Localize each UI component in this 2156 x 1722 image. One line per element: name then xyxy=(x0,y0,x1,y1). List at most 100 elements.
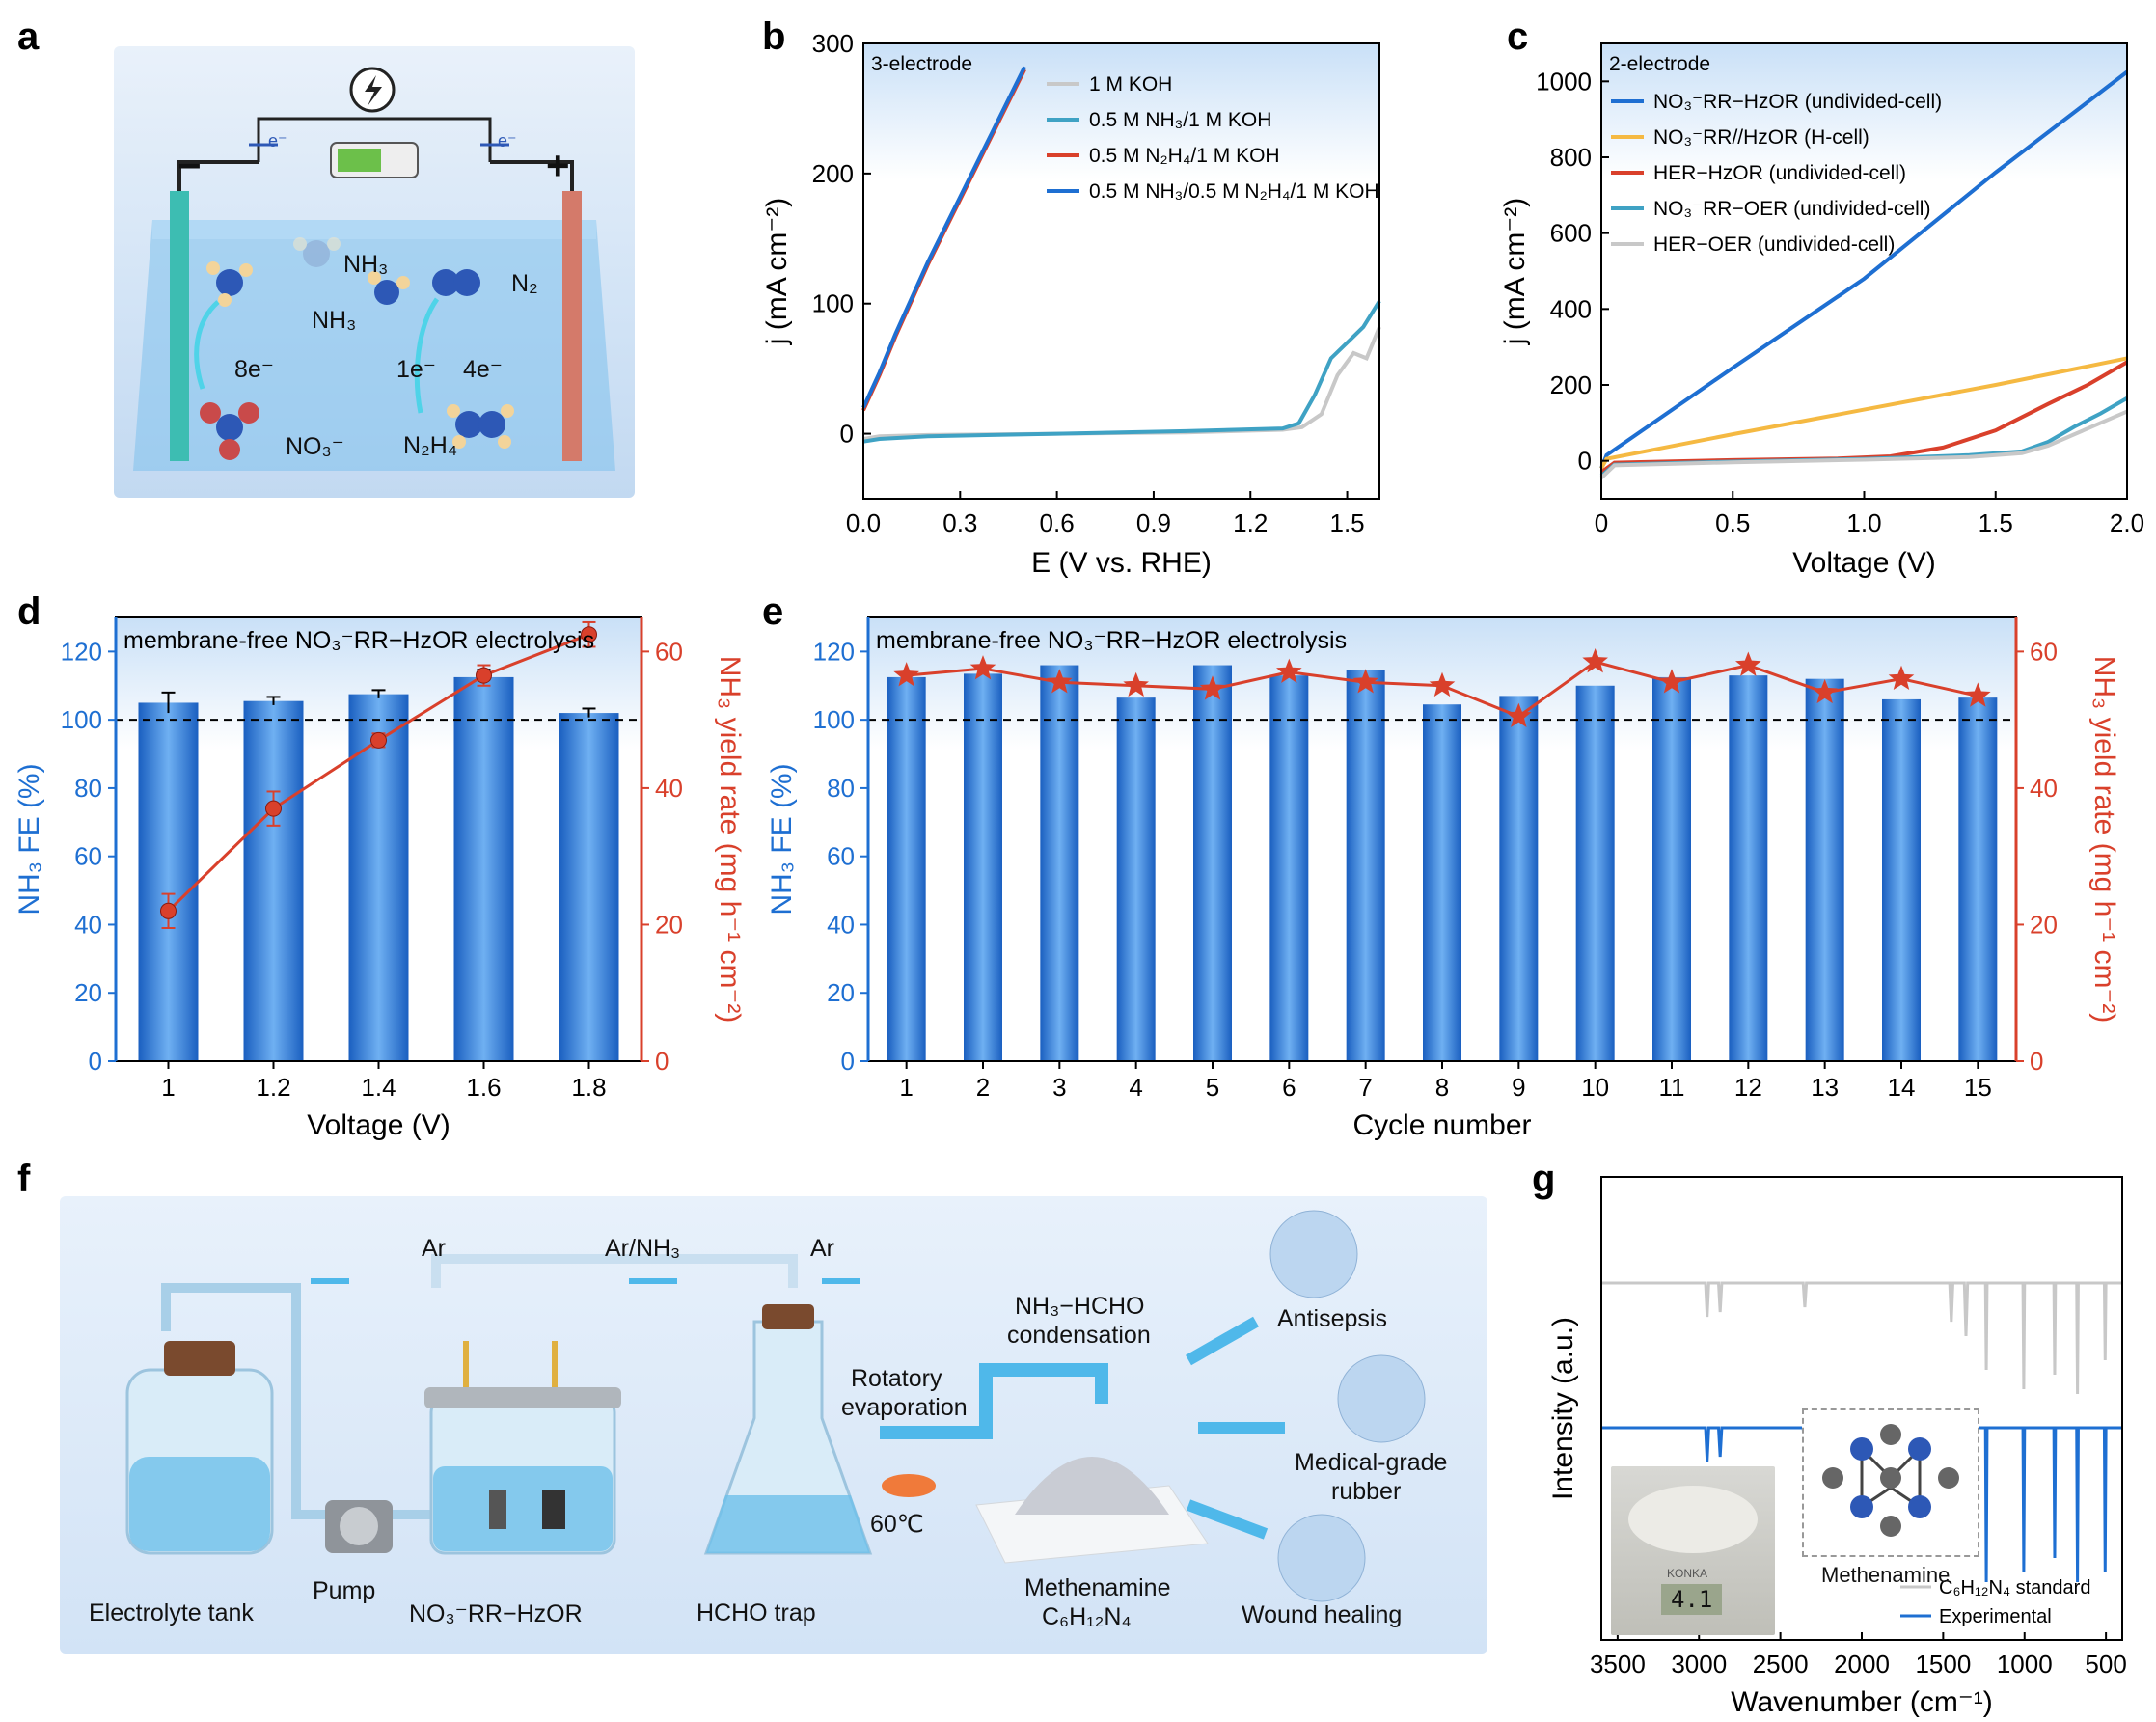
y-right-tick-label: 0 xyxy=(2030,1047,2043,1076)
x-tick-label: 1.5 xyxy=(1979,508,2013,537)
electrolyte-tank xyxy=(125,1341,274,1555)
y-right-tick-label: 40 xyxy=(655,774,683,803)
scale-reading: 4.1 xyxy=(1661,1584,1723,1615)
label-condensation-1: NH₃−HCHO xyxy=(1015,1293,1145,1320)
y-tick-label: 100 xyxy=(813,705,855,734)
yield-marker xyxy=(1276,658,1302,683)
x-tick-label: 1.0 xyxy=(1846,508,1881,537)
bar-e-4 xyxy=(1193,665,1232,1061)
x-tick-label: 0.5 xyxy=(1715,508,1750,537)
x-tick-label: 7 xyxy=(1358,1073,1372,1102)
y-right-tick-label: 20 xyxy=(2030,910,2058,939)
y-right-tick-label: 60 xyxy=(655,637,683,666)
label-rot-1: Rotatory xyxy=(851,1365,942,1392)
bar-e-8 xyxy=(1499,696,1539,1061)
y-tick-label: 1000 xyxy=(1536,67,1592,96)
x-tick-label: 0.3 xyxy=(942,508,977,537)
y-tick-label: 80 xyxy=(827,774,855,803)
x-tick-label: 0.6 xyxy=(1040,508,1075,537)
label-n2: N₂ xyxy=(511,270,538,297)
wound-healing-icon xyxy=(1277,1514,1366,1602)
label-condensation-2: condensation xyxy=(1007,1322,1151,1349)
molecule-structure xyxy=(1802,1408,1979,1557)
y-axis-label: j (mA cm⁻²) xyxy=(761,198,793,345)
y-axis-label: NH₃ FE (%) xyxy=(766,763,798,915)
minus-sign: − xyxy=(177,143,202,188)
label-pump: Pump xyxy=(313,1577,376,1604)
panel-a-schematic: − + e⁻ e⁻ NH₃ NH₃ N₂ 8e⁻ 1e⁻ 4e⁻ NO₃⁻ N₂… xyxy=(114,46,635,498)
electrolyzer-illustration xyxy=(133,67,615,471)
label-ar-1: Ar xyxy=(422,1235,446,1262)
y-axis-label: NH₃ FE (%) xyxy=(14,763,45,915)
yield-marker xyxy=(1429,671,1456,697)
reduction-arrow xyxy=(194,300,220,390)
label-temp: 60℃ xyxy=(870,1511,924,1538)
y-tick-label: 80 xyxy=(74,774,102,803)
y-tick-label: 120 xyxy=(61,637,102,666)
x-tick-label: 14 xyxy=(1888,1073,1916,1102)
x-tick-label: 1 xyxy=(161,1073,175,1102)
x-tick-label: 0 xyxy=(1595,508,1608,537)
y-tick-label: 60 xyxy=(827,842,855,871)
yield-marker xyxy=(1123,671,1149,697)
y-axis-label-right: NH₃ yield rate (mg h⁻¹ cm⁻²) xyxy=(714,656,746,1024)
x-tick-label: 3000 xyxy=(1671,1650,1727,1679)
y-right-tick-label: 40 xyxy=(2030,774,2058,803)
bar-e-3 xyxy=(1116,697,1156,1061)
label-rubber-2: rubber xyxy=(1331,1478,1402,1505)
label-wound-healing: Wound healing xyxy=(1242,1601,1403,1628)
y-tick-label: 40 xyxy=(74,910,102,939)
bar-e-1 xyxy=(964,673,1002,1061)
x-tick-label: 1000 xyxy=(1997,1650,2053,1679)
panel-label-f: f xyxy=(17,1158,31,1200)
label-methenamine-inset: Methenamine xyxy=(1821,1563,1951,1587)
y-right-tick-label: 60 xyxy=(2030,637,2058,666)
yield-marker xyxy=(1352,669,1378,694)
yield-marker xyxy=(1812,678,1838,704)
glove-icon xyxy=(1337,1354,1426,1443)
x-tick-label: 1.4 xyxy=(361,1073,396,1102)
bar-e-5 xyxy=(1269,675,1309,1061)
nh3-molecule-left xyxy=(206,261,253,307)
y-axis-label: Intensity (a.u.) xyxy=(1547,1317,1579,1500)
x-tick-label: 2500 xyxy=(1753,1650,1809,1679)
label-1e: 1e⁻ xyxy=(396,356,437,383)
legend-label: NO₃⁻RR−OER (undivided-cell) xyxy=(1653,198,1930,220)
bar-d-2 xyxy=(348,694,409,1061)
y-tick-label: 100 xyxy=(812,289,854,318)
legend-label: HER−OER (undivided-cell) xyxy=(1653,233,1895,256)
electron-right: e⁻ xyxy=(498,131,517,150)
x-tick-label: 1.6 xyxy=(466,1073,501,1102)
label-8e: 8e⁻ xyxy=(234,356,275,383)
y-tick-label: 600 xyxy=(1550,219,1592,248)
chart-annotation: membrane-free NO₃⁻RR−HzOR electrolysis xyxy=(123,627,594,654)
x-axis-label: Voltage (V) xyxy=(1792,547,1935,579)
scale-brand: KONKA xyxy=(1667,1567,1708,1580)
no3-molecule xyxy=(200,402,259,460)
plus-sign: + xyxy=(546,143,570,188)
x-tick-label: 2 xyxy=(976,1073,990,1102)
app-arrow-1 xyxy=(1186,1316,1259,1366)
yield-marker xyxy=(1506,702,1532,727)
x-tick-label: 15 xyxy=(1964,1073,1992,1102)
y-tick-label: 100 xyxy=(61,705,102,734)
label-no3: NO₃⁻ xyxy=(286,433,344,460)
y-right-tick-label: 20 xyxy=(655,910,683,939)
legend-label: NO₃⁻RR−HzOR (undivided-cell) xyxy=(1653,91,1942,113)
legend-label: 0.5 M NH₃/1 M KOH xyxy=(1089,109,1271,131)
y-tick-label: 800 xyxy=(1550,143,1592,172)
series-line-b-1 xyxy=(862,299,1381,444)
chart-annotation: 3-electrode xyxy=(871,53,972,75)
yield-marker xyxy=(969,655,996,680)
panel-label-c: c xyxy=(1507,15,1529,58)
y-tick-label: 0 xyxy=(840,420,854,449)
chart-annotation: 2-electrode xyxy=(1609,53,1710,75)
label-nh3-top: NH₃ xyxy=(343,251,389,278)
plot-border-b xyxy=(862,42,1380,500)
x-tick-label: 10 xyxy=(1581,1073,1609,1102)
electron-left: e⁻ xyxy=(268,131,287,150)
yield-marker xyxy=(1658,669,1685,694)
heater-icon xyxy=(882,1474,936,1497)
y-tick-label: 400 xyxy=(1550,294,1592,323)
